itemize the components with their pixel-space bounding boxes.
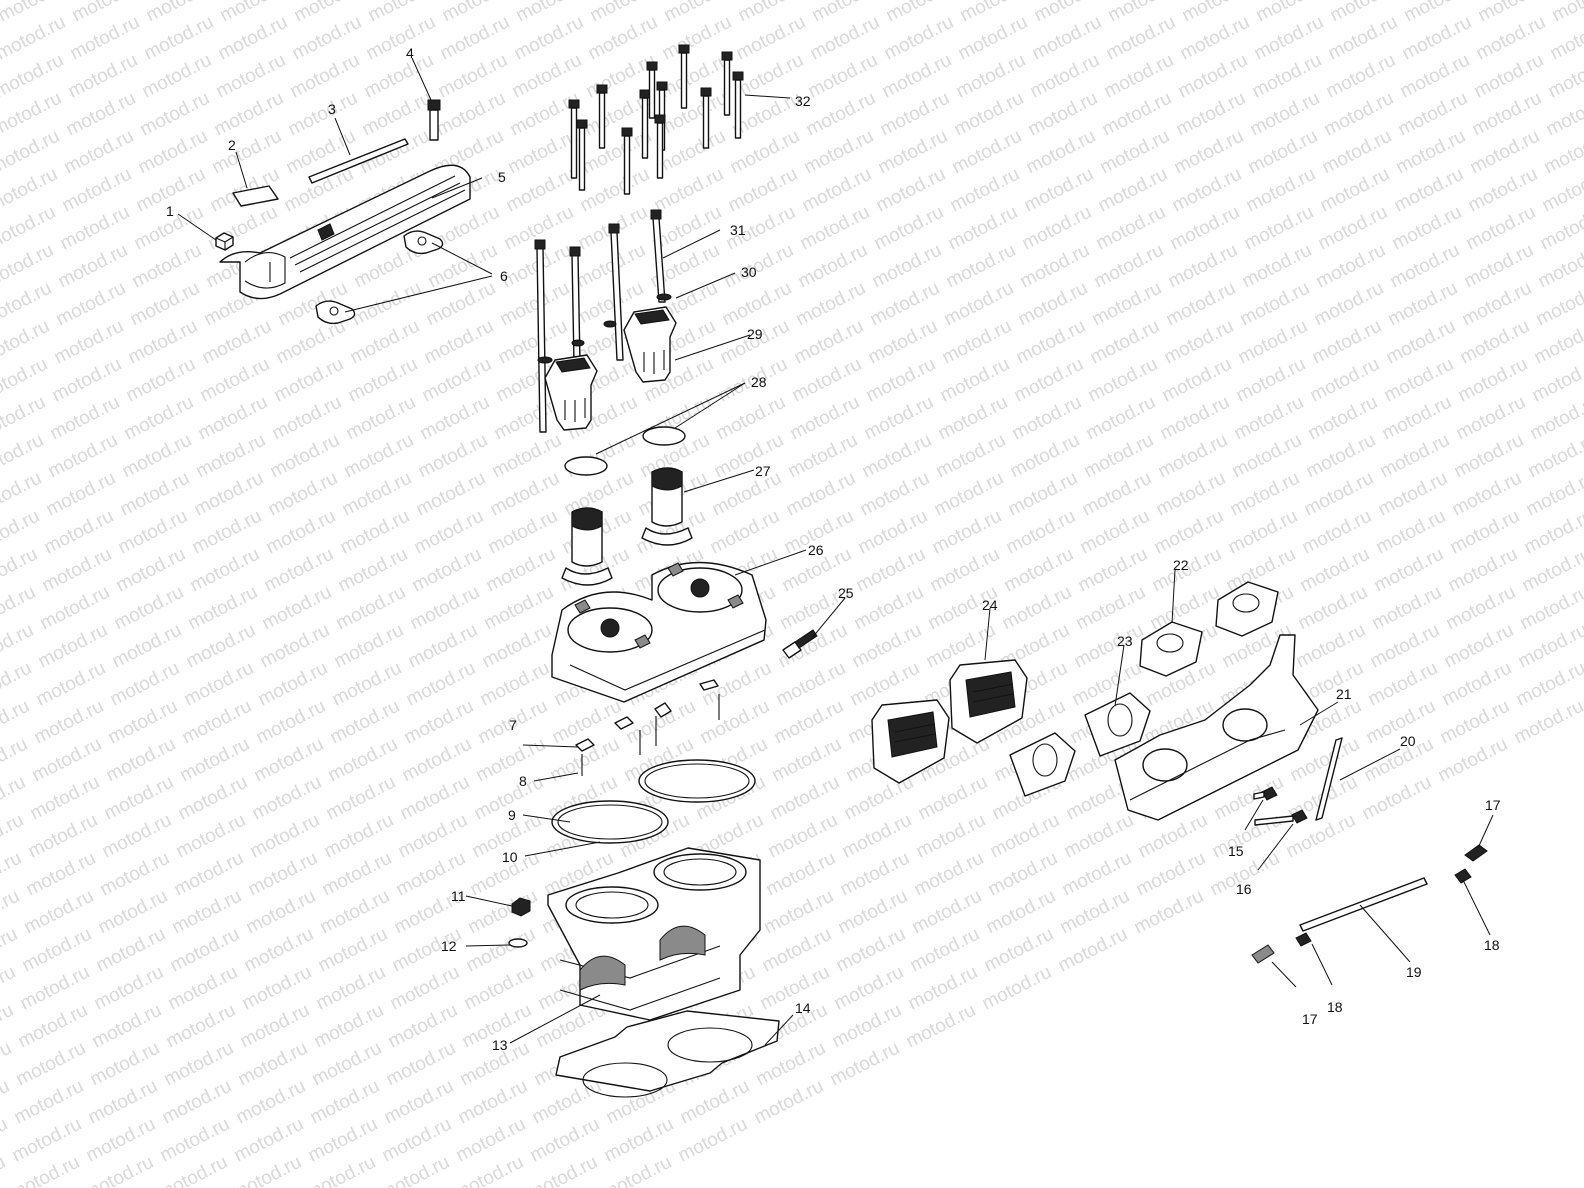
bolt-head (732, 71, 744, 81)
callout-32: 32 (795, 93, 811, 109)
callout-3: 3 (328, 101, 336, 117)
callout-11: 11 (451, 888, 466, 904)
part-6-gaskets (315, 230, 444, 325)
watermark-text: motod.ru (1549, 0, 1584, 26)
callout-6: 6 (500, 268, 508, 284)
callout-5: 5 (498, 169, 506, 185)
part-23-boots (1009, 692, 1151, 797)
part-29-valve-housings (544, 306, 677, 431)
part-17-18-19-fittings-hose (1251, 844, 1488, 964)
bolt-head (678, 44, 690, 54)
callout-27: 27 (755, 463, 771, 479)
part-3-strip (308, 138, 409, 184)
callout-labels: 1 2 3 4 5 6 7 8 9 10 11 12 13 14 15 16 1… (166, 45, 1501, 1053)
part-5-manifold (219, 164, 471, 300)
part-13-cylinder-block (547, 847, 761, 1021)
callout-7: 7 (509, 717, 517, 733)
bolt-shank (570, 107, 578, 179)
stud-nut (569, 246, 581, 257)
bolt-head (654, 114, 666, 124)
bolt-head (700, 87, 712, 97)
callout-13: 13 (492, 1037, 508, 1053)
bolt-head (621, 127, 633, 137)
callout-24: 24 (982, 597, 998, 613)
part-14-base-gasket (555, 1010, 780, 1098)
part-11-12-plug-washer (508, 897, 531, 948)
bolt-head (596, 84, 608, 94)
callout-8: 8 (519, 773, 527, 789)
stud-nut (608, 223, 620, 234)
callout-26: 26 (808, 542, 824, 558)
stud-nut (650, 209, 662, 220)
part-20-threaded-rod (1315, 737, 1343, 821)
callout-2: 2 (228, 137, 236, 153)
callout-22: 22 (1173, 557, 1189, 573)
bolt-head (656, 81, 668, 91)
part-32-head-bolts (568, 44, 744, 195)
part-7-8-clips-studs (575, 679, 720, 776)
part-15-16-bolts (1253, 786, 1308, 826)
callout-12: 12 (441, 938, 457, 954)
callout-23: 23 (1117, 633, 1133, 649)
bolt-shank (578, 127, 586, 191)
callout-17-right: 17 (1485, 797, 1501, 813)
part-1-cap-nut (215, 232, 234, 251)
part-27-valve-actuators (561, 467, 693, 586)
callout-21: 21 (1336, 686, 1352, 702)
callout-4: 4 (406, 45, 414, 61)
bolt-shank (598, 92, 606, 149)
watermark-text: motod.ru (0, 1152, 9, 1188)
bolt-head (576, 119, 588, 129)
part-24-reed-valves (871, 659, 1028, 784)
callout-29: 29 (747, 326, 763, 342)
callout-1: 1 (166, 203, 174, 219)
bolt-head (646, 61, 658, 71)
part-21-intake-manifold (1114, 634, 1319, 821)
bolt-shank (702, 95, 710, 149)
callout-16: 16 (1236, 881, 1252, 897)
callout-25: 25 (838, 585, 854, 601)
part-26-cylinder-head (551, 561, 767, 703)
stud-nut (534, 239, 546, 250)
part-9-10-rings (551, 759, 756, 844)
callout-28: 28 (751, 374, 767, 390)
parts-drawing (215, 44, 1488, 1098)
callout-18-right: 18 (1484, 937, 1500, 953)
callout-18-left: 18 (1327, 999, 1343, 1015)
callout-20: 20 (1400, 733, 1416, 749)
callout-17-left: 17 (1302, 1011, 1318, 1027)
bolt-shank (648, 69, 656, 119)
callout-14: 14 (795, 1000, 811, 1016)
callout-19: 19 (1406, 964, 1422, 980)
part-22-flange-gaskets (1139, 581, 1279, 677)
callout-9: 9 (508, 807, 516, 823)
bolt-shank (723, 59, 731, 116)
bolt-shank (656, 122, 664, 179)
leader-lines (177, 57, 1494, 1046)
bolt-shank (641, 97, 649, 159)
callout-10: 10 (502, 849, 518, 865)
bolt-head (568, 99, 580, 109)
bolt-shank (623, 135, 631, 195)
part-28-o-rings (564, 426, 686, 476)
callout-15: 15 (1228, 843, 1244, 859)
bolt-head (639, 89, 651, 99)
part-25-sensor (782, 629, 818, 659)
bolt-shank (734, 79, 742, 139)
bolt-head (721, 51, 733, 61)
part-30-washers (537, 293, 672, 364)
part-2-plate (232, 185, 279, 207)
callout-31: 31 (730, 222, 746, 238)
part-4-bolt (427, 99, 441, 141)
bolt-shank (680, 52, 688, 109)
callout-30: 30 (741, 264, 757, 280)
